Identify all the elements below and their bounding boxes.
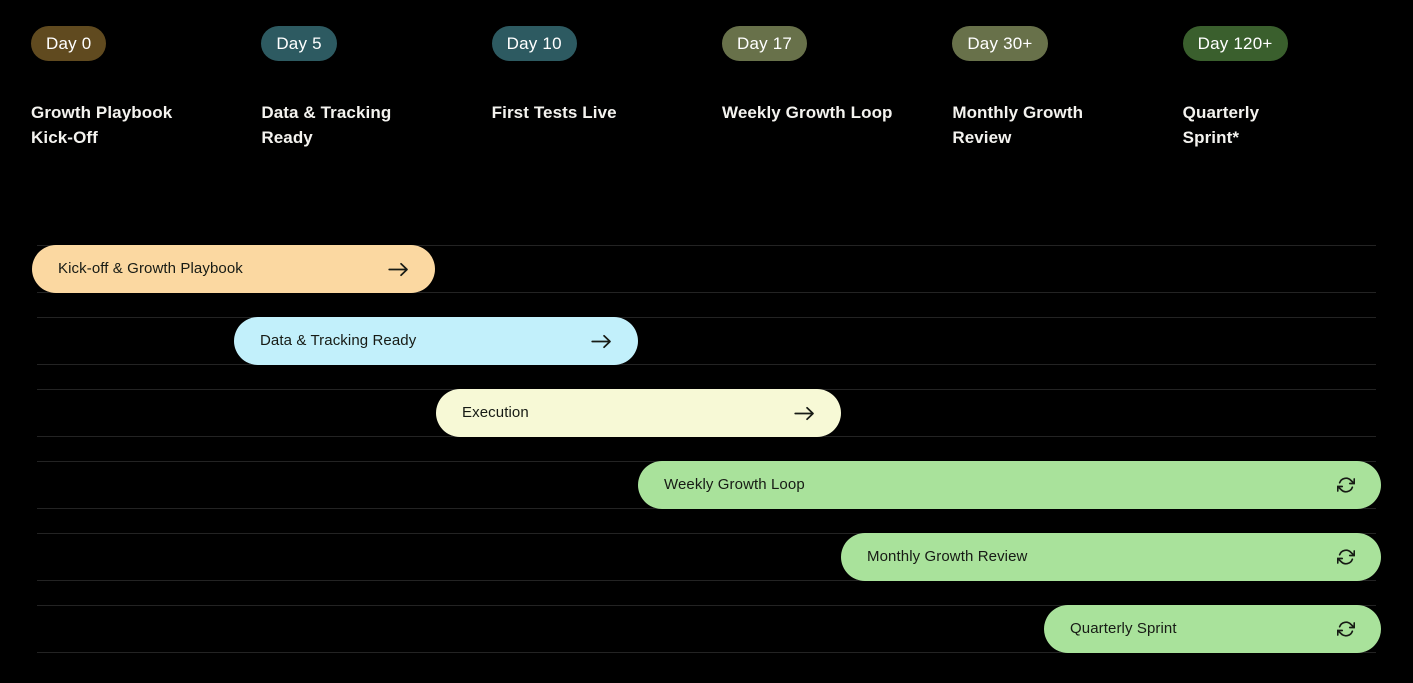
row-track	[37, 533, 1376, 581]
sync-icon	[1337, 476, 1355, 494]
sync-icon	[1337, 620, 1355, 638]
day-badge: Day 0	[31, 26, 107, 61]
day-badge: Day 30+	[952, 26, 1048, 61]
gantt-bar-kickoff-growth-playbook: Kick-off & Growth Playbook	[32, 245, 435, 293]
milestone-column-day120: Day 120+ Quarterly Sprint*	[1182, 26, 1413, 150]
milestone-title: First Tests Live	[491, 103, 617, 122]
milestone-title: Weekly Growth Loop	[721, 103, 893, 122]
milestone-column-day5: Day 5 Data & Tracking Ready	[261, 26, 491, 150]
bar-label: Monthly Growth Review	[867, 548, 1028, 565]
milestone-title: Data & Tracking Ready	[261, 103, 392, 147]
milestone-title: Growth Playbook Kick-Off	[31, 103, 173, 147]
day-badge: Day 17	[721, 26, 808, 61]
gantt-row: Weekly Growth Loop	[0, 461, 1413, 509]
bar-label: Data & Tracking Ready	[260, 332, 417, 349]
milestone-title: Monthly Growth Review	[952, 103, 1084, 147]
gantt-bar-monthly-growth-review: Monthly Growth Review	[841, 533, 1381, 581]
row-track	[37, 317, 1376, 365]
row-track	[37, 245, 1376, 293]
gantt-row: Execution	[0, 389, 1413, 437]
arrow-right-icon	[591, 334, 612, 349]
gantt-row: Quarterly Sprint	[0, 605, 1413, 653]
milestone-column-day0: Day 0 Growth Playbook Kick-Off	[31, 26, 261, 150]
milestone-column-day30: Day 30+ Monthly Growth Review	[952, 26, 1182, 150]
arrow-right-icon	[794, 406, 815, 421]
milestone-column-day17: Day 17 Weekly Growth Loop	[721, 26, 952, 150]
gantt-bar-weekly-growth-loop: Weekly Growth Loop	[638, 461, 1381, 509]
arrow-right-icon	[388, 262, 409, 277]
gantt-row: Data & Tracking Ready	[0, 317, 1413, 365]
day-badge: Day 120+	[1182, 26, 1288, 61]
milestone-title: Quarterly Sprint*	[1182, 103, 1260, 147]
gantt-bar-data-tracking-ready: Data & Tracking Ready	[234, 317, 638, 365]
bar-label: Weekly Growth Loop	[664, 476, 805, 493]
milestone-header: Day 0 Growth Playbook Kick-Off Day 5 Dat…	[0, 0, 1413, 150]
day-badge: Day 5	[261, 26, 337, 61]
bar-label: Execution	[462, 404, 529, 421]
row-track	[37, 605, 1376, 653]
sync-icon	[1337, 548, 1355, 566]
gantt-chart: Kick-off & Growth Playbook Data & Tracki…	[0, 245, 1413, 653]
gantt-row: Kick-off & Growth Playbook	[0, 245, 1413, 293]
bar-label: Quarterly Sprint	[1070, 620, 1177, 637]
milestone-column-day10: Day 10 First Tests Live	[491, 26, 722, 150]
day-badge: Day 10	[491, 26, 577, 61]
gantt-bar-execution: Execution	[436, 389, 841, 437]
gantt-bar-quarterly-sprint: Quarterly Sprint	[1044, 605, 1381, 653]
bar-label: Kick-off & Growth Playbook	[58, 260, 243, 277]
gantt-row: Monthly Growth Review	[0, 533, 1413, 581]
